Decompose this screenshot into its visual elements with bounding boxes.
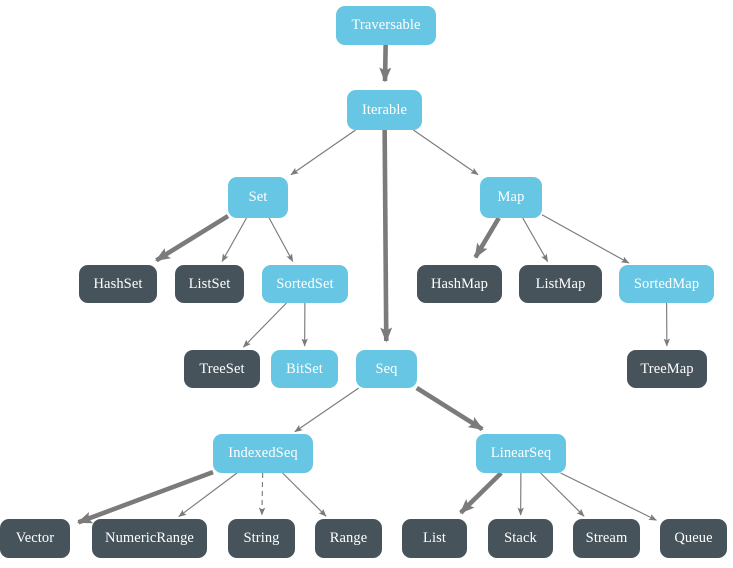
node-sortedset[interactable]: SortedSet bbox=[262, 265, 348, 303]
node-label: ListSet bbox=[188, 275, 231, 292]
node-hashset[interactable]: HashSet bbox=[79, 265, 157, 303]
node-label: SortedMap bbox=[633, 275, 700, 292]
node-label: Vector bbox=[15, 530, 55, 547]
edge-linearseq-to-queue bbox=[560, 472, 657, 521]
node-label: Seq bbox=[375, 360, 398, 377]
node-indexedseq[interactable]: IndexedSeq bbox=[213, 434, 313, 473]
edge-linearseq-to-list bbox=[459, 471, 503, 515]
node-label: NumericRange bbox=[105, 530, 194, 547]
edge-seq-to-indexedseq bbox=[294, 387, 360, 433]
node-sortedmap[interactable]: SortedMap bbox=[619, 265, 714, 303]
node-label: Traversable bbox=[351, 17, 421, 34]
node-label: SortedSet bbox=[276, 275, 334, 292]
node-queue[interactable]: Queue bbox=[660, 519, 727, 558]
node-label: Stream bbox=[585, 530, 628, 547]
node-linearseq[interactable]: LinearSeq bbox=[476, 434, 566, 473]
edge-set-to-sortedset bbox=[268, 217, 294, 263]
node-range[interactable]: Range bbox=[315, 519, 382, 558]
edge-sortedset-to-treeset bbox=[242, 302, 287, 348]
node-label: LinearSeq bbox=[490, 445, 552, 462]
node-treeset[interactable]: TreeSet bbox=[184, 350, 260, 388]
node-hashmap[interactable]: HashMap bbox=[417, 265, 502, 303]
edge-map-to-sortedmap bbox=[541, 214, 630, 264]
node-label: Stack bbox=[504, 530, 537, 547]
node-numericrange[interactable]: NumericRange bbox=[92, 519, 207, 558]
node-stack[interactable]: Stack bbox=[488, 519, 553, 558]
node-label: String bbox=[243, 530, 280, 547]
edge-indexedseq-to-range bbox=[282, 472, 327, 517]
node-label: IndexedSeq bbox=[228, 445, 298, 462]
edge-set-to-hashset bbox=[155, 214, 230, 263]
node-iterable[interactable]: Iterable bbox=[347, 90, 422, 130]
edge-indexedseq-to-string bbox=[258, 472, 266, 516]
node-seq[interactable]: Seq bbox=[356, 350, 417, 388]
node-listmap[interactable]: ListMap bbox=[519, 265, 602, 303]
node-label: Range bbox=[329, 530, 368, 547]
edge-linearseq-to-stream bbox=[540, 472, 585, 517]
node-treemap[interactable]: TreeMap bbox=[627, 350, 707, 388]
node-label: ListMap bbox=[535, 275, 586, 292]
node-traversable[interactable]: Traversable bbox=[336, 6, 436, 45]
node-label: TreeMap bbox=[640, 360, 694, 377]
edge-indexedseq-to-vector bbox=[77, 469, 214, 525]
node-label: Queue bbox=[674, 530, 713, 547]
edge-indexedseq-to-numericrange bbox=[178, 472, 238, 518]
node-string[interactable]: String bbox=[228, 519, 295, 558]
edge-map-to-hashmap bbox=[473, 216, 501, 259]
edge-set-to-listset bbox=[221, 217, 248, 263]
node-list[interactable]: List bbox=[402, 519, 467, 558]
node-label: Map bbox=[497, 189, 525, 206]
node-map[interactable]: Map bbox=[480, 177, 542, 218]
edge-iterable-to-seq bbox=[380, 129, 393, 343]
node-bitset[interactable]: BitSet bbox=[271, 350, 338, 388]
node-vector[interactable]: Vector bbox=[0, 519, 70, 558]
node-label: HashSet bbox=[93, 275, 143, 292]
node-listset[interactable]: ListSet bbox=[175, 265, 244, 303]
node-label: Set bbox=[248, 189, 268, 206]
node-label: Iterable bbox=[361, 101, 408, 118]
node-label: TreeSet bbox=[199, 360, 245, 377]
node-label: List bbox=[423, 530, 446, 547]
node-label: HashMap bbox=[430, 275, 489, 292]
edge-traversable-to-iterable bbox=[379, 44, 392, 83]
edge-map-to-listmap bbox=[522, 217, 549, 263]
node-stream[interactable]: Stream bbox=[573, 519, 640, 558]
node-label: BitSet bbox=[286, 360, 323, 377]
edge-iterable-to-map bbox=[413, 129, 479, 176]
edge-seq-to-linearseq bbox=[415, 386, 484, 432]
node-set[interactable]: Set bbox=[228, 177, 288, 218]
edge-iterable-to-set bbox=[290, 129, 356, 176]
